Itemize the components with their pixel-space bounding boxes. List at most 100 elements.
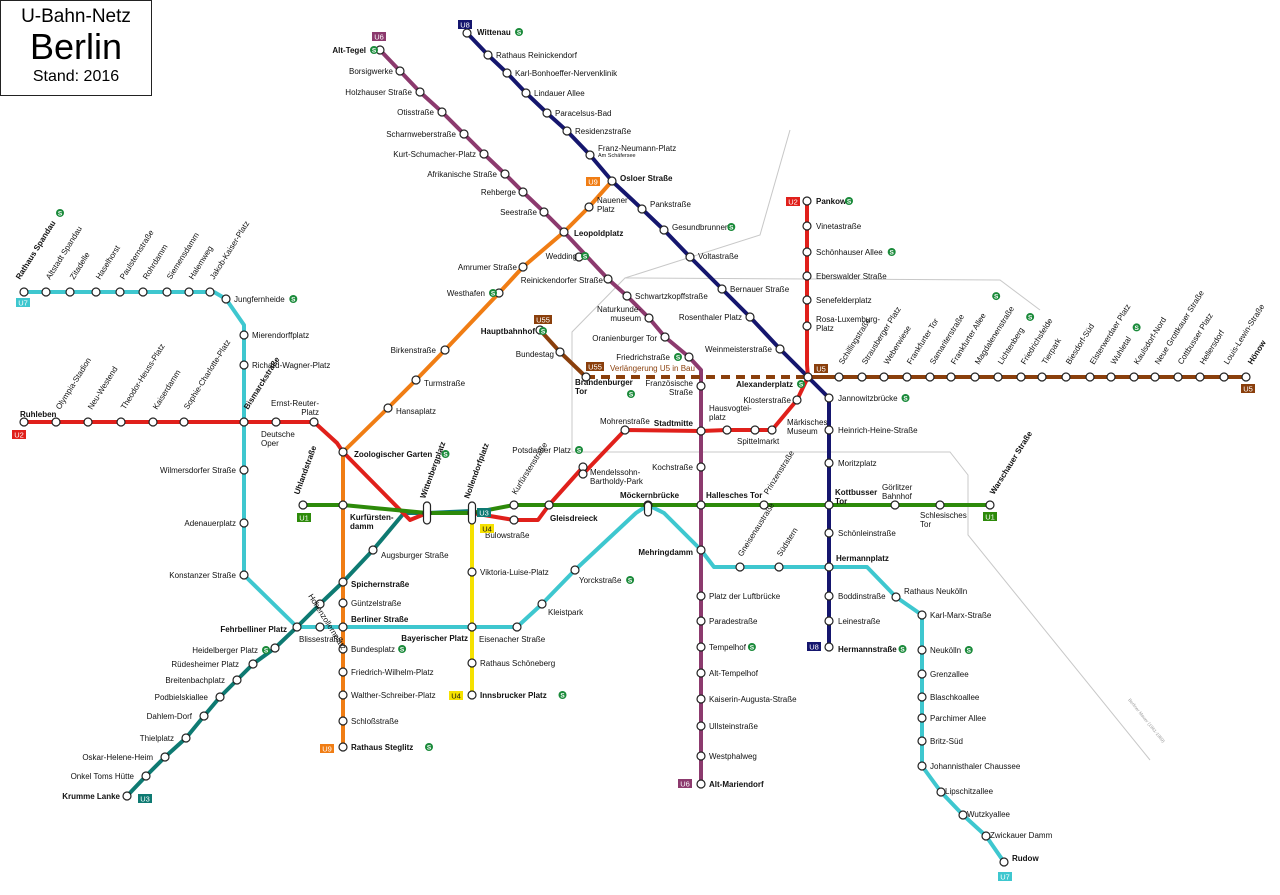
station-birkenstraße[interactable]: [440, 345, 450, 355]
station-reinickendorfer-straße[interactable]: [603, 274, 613, 284]
station-lindauer-allee[interactable]: [521, 88, 531, 98]
station-blaschkoallee[interactable]: [917, 692, 927, 702]
station-rüdesheimer-platz[interactable]: [248, 659, 258, 669]
station-lipschitzallee[interactable]: [936, 787, 946, 797]
station-ernst-reuter-platz[interactable]: [309, 417, 319, 427]
station-magdalenenstraße[interactable]: [970, 372, 980, 382]
station-rehberge[interactable]: [518, 187, 528, 197]
station-turmstraße[interactable]: [411, 375, 421, 385]
station-kurt-schumacher-platz[interactable]: [479, 149, 489, 159]
station-ullsteinstraße[interactable]: [696, 721, 706, 731]
station-viktoria-luise-platz[interactable]: [467, 567, 477, 577]
station-neukölln[interactable]: [917, 645, 927, 655]
station-boddinstraße[interactable]: [824, 591, 834, 601]
station-voltastraße[interactable]: [685, 252, 695, 262]
station-fehrbelliner-platz[interactable]: [292, 622, 302, 632]
station-friedrich-wilhelm-platz[interactable]: [338, 667, 348, 677]
station-neue-grottkauer-straße[interactable]: [1150, 372, 1160, 382]
station-stadtmitte[interactable]: [696, 426, 706, 436]
station-bundesplatz[interactable]: [338, 644, 348, 654]
station-nauener-platz[interactable]: [584, 202, 594, 212]
station-moritzplatz[interactable]: [824, 458, 834, 468]
station-franz-neumann-platz[interactable]: [585, 150, 595, 160]
station-strausberger-platz[interactable]: [857, 372, 867, 382]
station-wilmersdorfer-straße[interactable]: [239, 465, 249, 475]
station-bernauer-straße[interactable]: [717, 284, 727, 294]
station-spichernstraße[interactable]: [338, 577, 348, 587]
station-görlitzer-bahnhof[interactable]: [890, 500, 900, 510]
station-friedrichsfelde[interactable]: [1016, 372, 1026, 382]
station-rosa-luxemburg-platz[interactable]: [802, 321, 812, 331]
station-güntzelstraße[interactable]: [338, 598, 348, 608]
station-onkel-toms-hütte[interactable]: [141, 771, 151, 781]
station-bundestag[interactable]: [555, 347, 565, 357]
station-otisstraße[interactable]: [437, 107, 447, 117]
station-residenzstraße[interactable]: [562, 126, 572, 136]
station-wittenau[interactable]: [462, 28, 472, 38]
station-jakob-kaiser-platz[interactable]: [205, 287, 215, 297]
station-leinestraße[interactable]: [824, 616, 834, 626]
station-wutzkyallee[interactable]: [958, 810, 968, 820]
station-weberwiese[interactable]: [879, 372, 889, 382]
station-klosterstraße[interactable]: [792, 395, 802, 405]
station-schönhauser-allee[interactable]: [802, 247, 812, 257]
station-richard-wagner-platz[interactable]: [239, 360, 249, 370]
station-eisenacher-straße[interactable]: [512, 622, 522, 632]
station-senefelderplatz[interactable]: [802, 295, 812, 305]
station-hermannplatz[interactable]: [824, 562, 834, 572]
station-rathaus-neukölln[interactable]: [891, 592, 901, 602]
station-olympia-stadion[interactable]: [51, 417, 61, 427]
station-kleistpark[interactable]: [537, 599, 547, 609]
station-tierpark[interactable]: [1037, 372, 1047, 382]
station-schönleinstraße[interactable]: [824, 528, 834, 538]
station-sophie-charlotte-platz[interactable]: [179, 417, 189, 427]
station-haselhorst[interactable]: [91, 287, 101, 297]
station-rathaus-spandau[interactable]: [19, 287, 29, 297]
station-karl-bonhoeffer-nervenklinik[interactable]: [502, 68, 512, 78]
station-südstern[interactable]: [774, 562, 784, 572]
station-naturkunde-museum[interactable]: [644, 313, 654, 323]
station-scharnweberstraße[interactable]: [459, 129, 469, 139]
station-märkisches-museum[interactable]: [767, 425, 777, 435]
station-amrumer-straße[interactable]: [518, 262, 528, 272]
station-kochstraße[interactable]: [696, 462, 706, 472]
station-konstanzer-straße[interactable]: [239, 570, 249, 580]
station-zitadelle[interactable]: [65, 287, 75, 297]
station-gneisenaustraße[interactable]: [735, 562, 745, 572]
station-oranienburger-tor[interactable]: [660, 332, 670, 342]
station-elsterwerdaer-platz[interactable]: [1085, 372, 1095, 382]
station-osloer-straße[interactable]: [607, 176, 617, 186]
station-bayerischer-platz[interactable]: [467, 622, 477, 632]
station-halemweg[interactable]: [184, 287, 194, 297]
station-vinetastraße[interactable]: [802, 221, 812, 231]
station-frankfurter-allee[interactable]: [946, 372, 956, 382]
station-alt-tempelhof[interactable]: [696, 668, 706, 678]
station-hohenzollernplatz[interactable]: [315, 599, 325, 609]
station-mierendorffplatz[interactable]: [239, 330, 249, 340]
station-kaiserin-augusta-straße[interactable]: [696, 694, 706, 704]
station-yorckstraße[interactable]: [570, 565, 580, 575]
station-jannowitzbrücke[interactable]: [824, 393, 834, 403]
station-berliner-straße[interactable]: [338, 622, 348, 632]
station-gleisdreieck[interactable]: [544, 500, 554, 510]
station-theodor-heuss-platz[interactable]: [116, 417, 126, 427]
station-parchimer-allee[interactable]: [917, 713, 927, 723]
station-augsburger-straße[interactable]: [368, 545, 378, 555]
station-tempelhof[interactable]: [696, 642, 706, 652]
station-karl-marx-straße[interactable]: [917, 610, 927, 620]
station-thielplatz[interactable]: [181, 733, 191, 743]
station-hausvogtei-platz[interactable]: [722, 425, 732, 435]
station-seestraße[interactable]: [539, 207, 549, 217]
station-jungfernheide[interactable]: [221, 294, 231, 304]
station-heidelberger-platz[interactable]: [270, 643, 280, 653]
station-friedrichstraße[interactable]: [684, 352, 694, 362]
station-spittelmarkt[interactable]: [750, 425, 760, 435]
station-louis-lewin-straße[interactable]: [1219, 372, 1229, 382]
station-mohrenstraße[interactable]: [620, 425, 630, 435]
station-pankstraße[interactable]: [637, 204, 647, 214]
station-hellersdorf[interactable]: [1195, 372, 1205, 382]
station-rohrdamm[interactable]: [138, 287, 148, 297]
station-samariterstraße[interactable]: [925, 372, 935, 382]
station-siemensdamm[interactable]: [162, 287, 172, 297]
station-podbielskiallee[interactable]: [215, 692, 225, 702]
